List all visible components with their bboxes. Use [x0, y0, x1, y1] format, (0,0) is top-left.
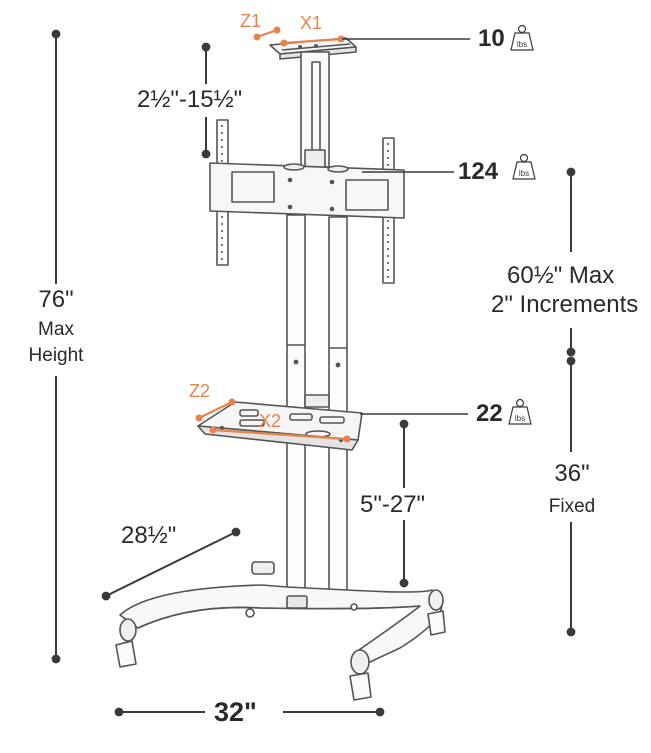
x1-axis-dot	[280, 39, 288, 47]
dimension-endpoint	[201, 149, 211, 159]
mount-increments: 2" Increments	[491, 291, 639, 318]
shelf-height-value: 36"	[554, 460, 590, 487]
z2-axis-dot	[228, 398, 236, 406]
support-columns	[286, 214, 348, 591]
mount-height-max: 60½" Max	[507, 262, 615, 289]
x2-axis-dot	[209, 426, 217, 434]
svg-text:lbs: lbs	[517, 40, 527, 49]
x2-label: X2	[259, 411, 282, 431]
dimension-endpoint	[201, 42, 211, 52]
z1-axis-dot	[253, 33, 261, 41]
z2-axis-line	[198, 401, 233, 419]
total-height-max: Max	[38, 319, 74, 340]
x1-label: X1	[300, 13, 323, 33]
shelf-load: 22	[476, 400, 503, 427]
camera-adjust-range: 2½"-15½"	[137, 86, 243, 113]
z1-label: Z1	[240, 11, 262, 31]
base-depth-line	[105, 531, 237, 597]
dimension-endpoint	[566, 627, 576, 637]
tv-mount-frame	[209, 162, 405, 219]
total-height-label: Height	[28, 345, 84, 366]
dimension-endpoint	[51, 654, 61, 664]
dimension-endpoint	[566, 167, 576, 177]
top-shelf-load: 10	[478, 25, 505, 52]
svg-text:lbs: lbs	[519, 169, 529, 178]
shelf-height-note: Fixed	[548, 496, 596, 517]
dimension-endpoint	[101, 591, 111, 601]
x2-axis-dot	[343, 435, 351, 443]
weight-icon: lbs	[512, 153, 536, 180]
dimension-endpoint	[566, 356, 576, 366]
z1-axis-line	[256, 28, 278, 39]
x1-axis-line	[283, 37, 342, 45]
z2-axis-dot	[195, 414, 203, 422]
base-width: 32"	[214, 697, 257, 727]
shelf-adjust-range: 5"-27"	[360, 491, 426, 518]
dimension-endpoint	[114, 707, 124, 717]
weight-icon: lbs	[510, 24, 534, 51]
svg-text:lbs: lbs	[515, 414, 525, 423]
dimension-endpoint	[375, 707, 385, 717]
camera-pole	[300, 51, 330, 173]
dimension-endpoint	[399, 578, 409, 588]
total-height-value: 76"	[38, 286, 74, 313]
weight-icon: lbs	[508, 398, 532, 425]
base-depth: 28½"	[121, 522, 177, 549]
z2-label: Z2	[189, 381, 211, 401]
dimension-endpoint	[51, 29, 61, 39]
z1-axis-dot	[273, 26, 281, 34]
x2-axis-line	[212, 428, 348, 441]
dimension-endpoint	[566, 347, 576, 357]
tv-load: 124	[458, 158, 499, 185]
base	[119, 561, 443, 663]
dimension-endpoint	[399, 419, 409, 429]
casters	[115, 589, 446, 701]
dimension-endpoint	[231, 527, 241, 537]
